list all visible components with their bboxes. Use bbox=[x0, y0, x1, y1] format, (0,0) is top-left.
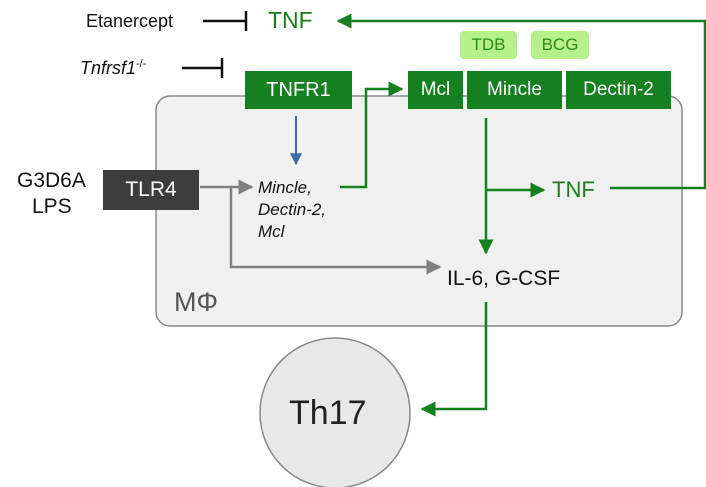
dectin2-receptor: Dectin-2 bbox=[566, 71, 671, 109]
etanercept-label: Etanercept bbox=[86, 11, 174, 31]
etanercept-inhibition bbox=[203, 11, 248, 31]
th17-cell bbox=[259, 337, 411, 487]
induced-gene-mcl: Mcl bbox=[258, 222, 285, 241]
tdb-ligand: TDB bbox=[460, 31, 517, 59]
g3d6a-label: G3D6A bbox=[17, 169, 86, 192]
tlr4-to-cytokines-arrow bbox=[229, 187, 442, 275]
mincle-receptor: Mincle bbox=[467, 71, 562, 109]
lps-label: LPS bbox=[32, 195, 72, 218]
tnf-feedback-arrow bbox=[336, 13, 706, 190]
tnf-top-label: TNF bbox=[268, 7, 313, 33]
tnf-mid-label: TNF bbox=[552, 177, 595, 202]
th17-label: Th17 bbox=[289, 394, 367, 432]
macrophage-label: MΦ bbox=[174, 287, 219, 317]
tnfrsf1-knockout-label: Tnfrsf1-/- bbox=[80, 58, 147, 78]
knockout-superscript: -/- bbox=[136, 58, 147, 70]
tnfrsf1-knockout-inhibition bbox=[182, 58, 224, 78]
tnfrsf1-gene-name: Tnfrsf1 bbox=[80, 58, 137, 78]
induction-to-receptors-arrow bbox=[340, 81, 404, 189]
tnfr1-receptor: TNFR1 bbox=[245, 71, 352, 109]
tlr4-receptor: TLR4 bbox=[103, 170, 199, 210]
cytokines-label: IL-6, G-CSF bbox=[447, 267, 561, 290]
induced-gene-mincle: Mincle, bbox=[258, 178, 312, 197]
induced-genes-list: Mincle, Dectin-2, Mcl bbox=[258, 177, 326, 243]
cytokines-to-th17-arrow bbox=[420, 302, 488, 417]
macrophage-cell bbox=[155, 95, 683, 327]
induced-gene-dectin2: Dectin-2, bbox=[258, 200, 327, 219]
bcg-ligand: BCG bbox=[531, 31, 589, 59]
mcl-receptor: Mcl bbox=[408, 71, 463, 109]
